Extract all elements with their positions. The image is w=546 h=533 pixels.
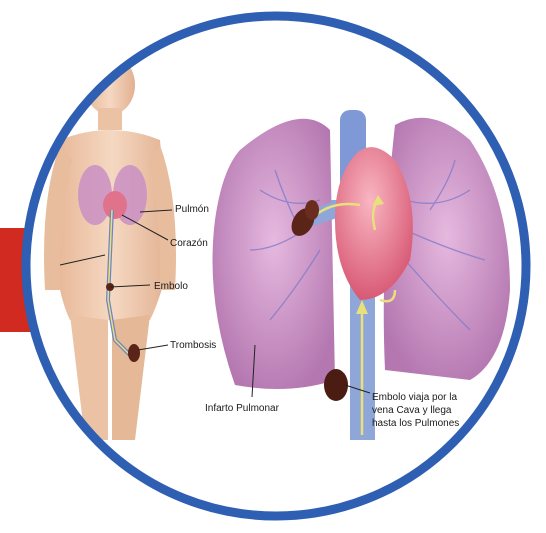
label-viaja-1: Embolo viaja por la xyxy=(372,392,457,403)
figure-clot-icon xyxy=(128,344,140,362)
label-pulmon: Pulmón xyxy=(175,204,209,215)
traveling-clot-icon xyxy=(324,369,348,401)
label-infarto: Infarto Pulmonar xyxy=(205,403,280,414)
label-corazon: Corazón xyxy=(170,238,208,249)
label-viaja-2: vena Cava y llega xyxy=(372,405,452,416)
label-viaja-3: hasta los Pulmones xyxy=(372,418,459,429)
label-trombosis: Trombosis xyxy=(170,340,216,351)
label-embolo: Embolo xyxy=(154,281,188,292)
